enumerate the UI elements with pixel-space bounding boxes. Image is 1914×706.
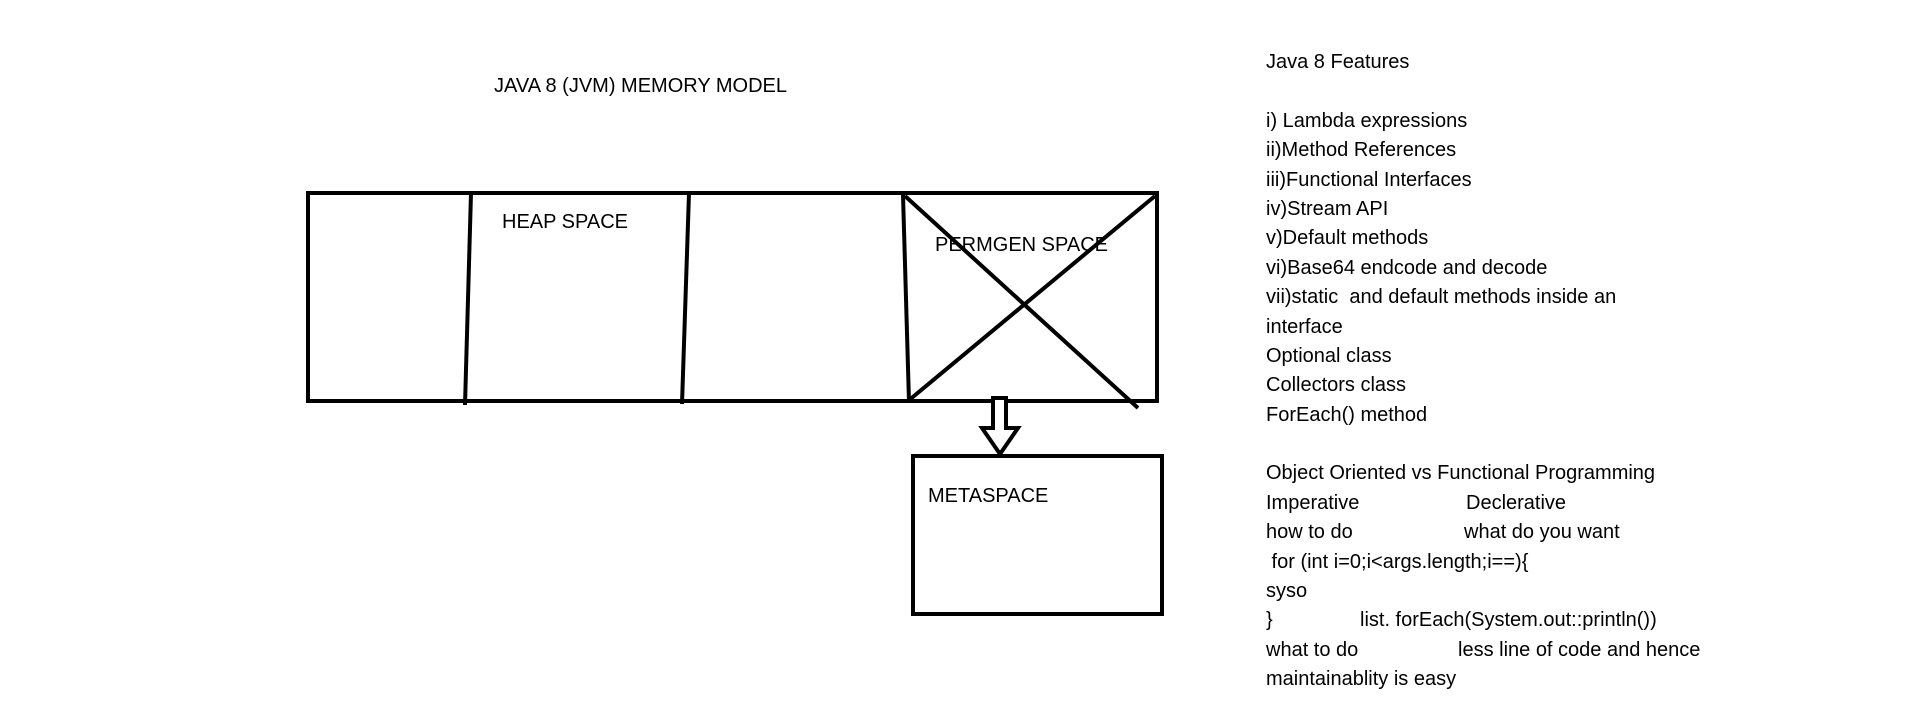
java8-notes: Java 8 Features i) Lambda expressions ii…: [1266, 48, 1906, 695]
feature-item: vii)static and default methods inside an: [1266, 286, 1617, 309]
permgen-space-label: PERMGEN SPACE: [935, 234, 1108, 256]
feature-item: i) Lambda expressions: [1266, 109, 1468, 132]
metaspace-box: [911, 454, 1164, 616]
diagram-title: JAVA 8 (JVM) MEMORY MODEL: [494, 75, 788, 97]
feature-item: v)Default methods: [1266, 227, 1429, 250]
heap-divider-1: [463, 192, 473, 406]
code-line: for (int i=0;i<args.length;i==){: [1266, 550, 1529, 573]
feature-item: interface: [1266, 315, 1343, 338]
comparison-heading: Object Oriented vs Functional Programmin…: [1266, 462, 1656, 485]
notes-spacer: [1266, 430, 1906, 459]
feature-item: vi)Base64 endcode and decode: [1266, 256, 1548, 279]
feature-item: ii)Method References: [1266, 139, 1457, 162]
heap-space-label: HEAP SPACE: [502, 211, 628, 233]
memory-outer-box: [306, 191, 1159, 403]
comparison-row: what to do less line of code and hence: [1266, 638, 1701, 661]
comparison-row: maintainablity is easy: [1266, 668, 1457, 691]
comparison-row: Imperative Declerative: [1266, 491, 1567, 514]
feature-item: Collectors class: [1266, 374, 1407, 397]
code-line: syso: [1266, 580, 1308, 603]
notes-spacer: [1266, 77, 1906, 106]
metaspace-label: METASPACE: [928, 485, 1049, 507]
feature-item: Optional class: [1266, 344, 1392, 367]
feature-item: iii)Functional Interfaces: [1266, 168, 1472, 191]
heap-divider-2: [680, 192, 691, 405]
down-arrow-icon: [978, 396, 1022, 458]
permgen-cross-line-2: [906, 194, 1157, 403]
feature-item: ForEach() method: [1266, 403, 1428, 426]
notes-heading: Java 8 Features: [1266, 51, 1410, 73]
feature-item: iv)Stream API: [1266, 197, 1389, 220]
comparison-row: how to do what do you want: [1266, 521, 1620, 544]
permgen-cross-line-1: [903, 194, 1140, 410]
code-line: } list. forEach(System.out::println()): [1266, 609, 1657, 632]
permgen-divider: [901, 194, 911, 403]
